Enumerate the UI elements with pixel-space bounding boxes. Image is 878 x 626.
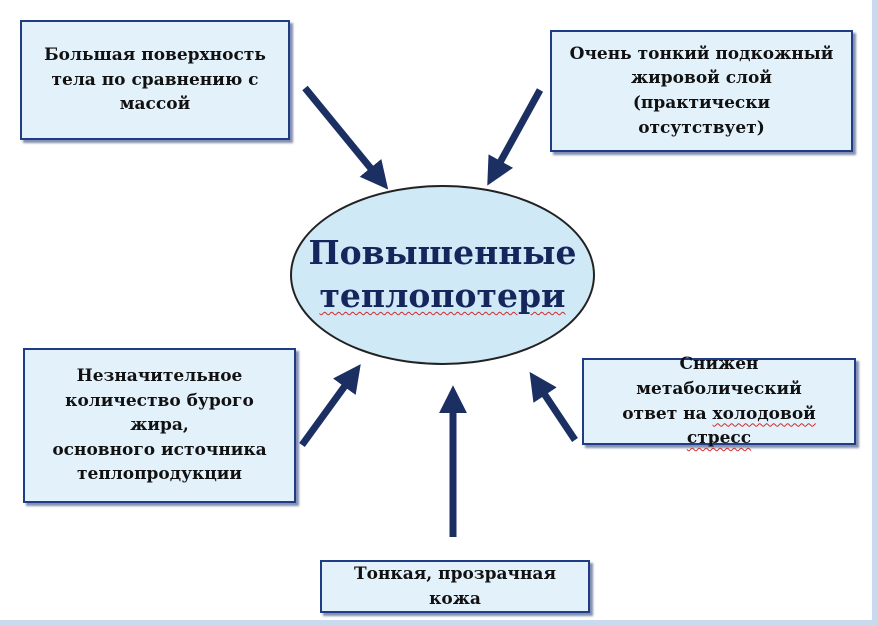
factor-text-line: массой [119, 94, 191, 115]
center-title-line2: теплопотери [319, 276, 566, 315]
factor-text-segment-spellcheck: холодовой стресс [686, 403, 816, 449]
factor-text-line: количество бурого жира, [65, 390, 254, 436]
factor-text-line: жировой слой (практически [631, 68, 772, 113]
factor-box-surface: Большая поверхность тела по сравнению с … [20, 20, 290, 140]
factor-box-skin: Тонкая, прозрачная кожа [320, 560, 590, 613]
arrow-from-surface [302, 85, 389, 190]
factor-text-line: Очень тонкий подкожный [569, 43, 834, 64]
factor-box-brown-fat: Незначительное количество бурого жира, о… [23, 348, 296, 503]
factor-text-segment: ответ на [622, 403, 713, 424]
center-node: Повышенные теплопотери [290, 185, 595, 365]
factor-box-fat-layer: Очень тонкий подкожный жировой слой (пра… [550, 30, 853, 152]
factor-text-line: Снижен метаболический [636, 354, 802, 399]
factor-text-line: тела по сравнению с [51, 69, 259, 90]
factor-text-line: отсутствует) [638, 117, 765, 138]
factor-text-line: ответ на холодовой стресс [594, 402, 844, 451]
factor-text-line: Незначительное [76, 365, 243, 386]
factor-box-metabolic: Снижен метаболический ответ на холодовой… [582, 354, 856, 448]
arrow-from-fat-layer [487, 88, 544, 186]
factor-text-line: Большая поверхность [44, 45, 266, 66]
arrow-from-metabolic [529, 371, 578, 442]
factor-text-line: основного источника [52, 439, 267, 460]
factor-text-line: теплопродукции [76, 464, 243, 485]
center-title-line1: Повышенные [308, 233, 577, 273]
factor-text-line: Тонкая, прозрачная кожа [354, 563, 556, 609]
arrow-from-brown-fat [299, 364, 361, 448]
